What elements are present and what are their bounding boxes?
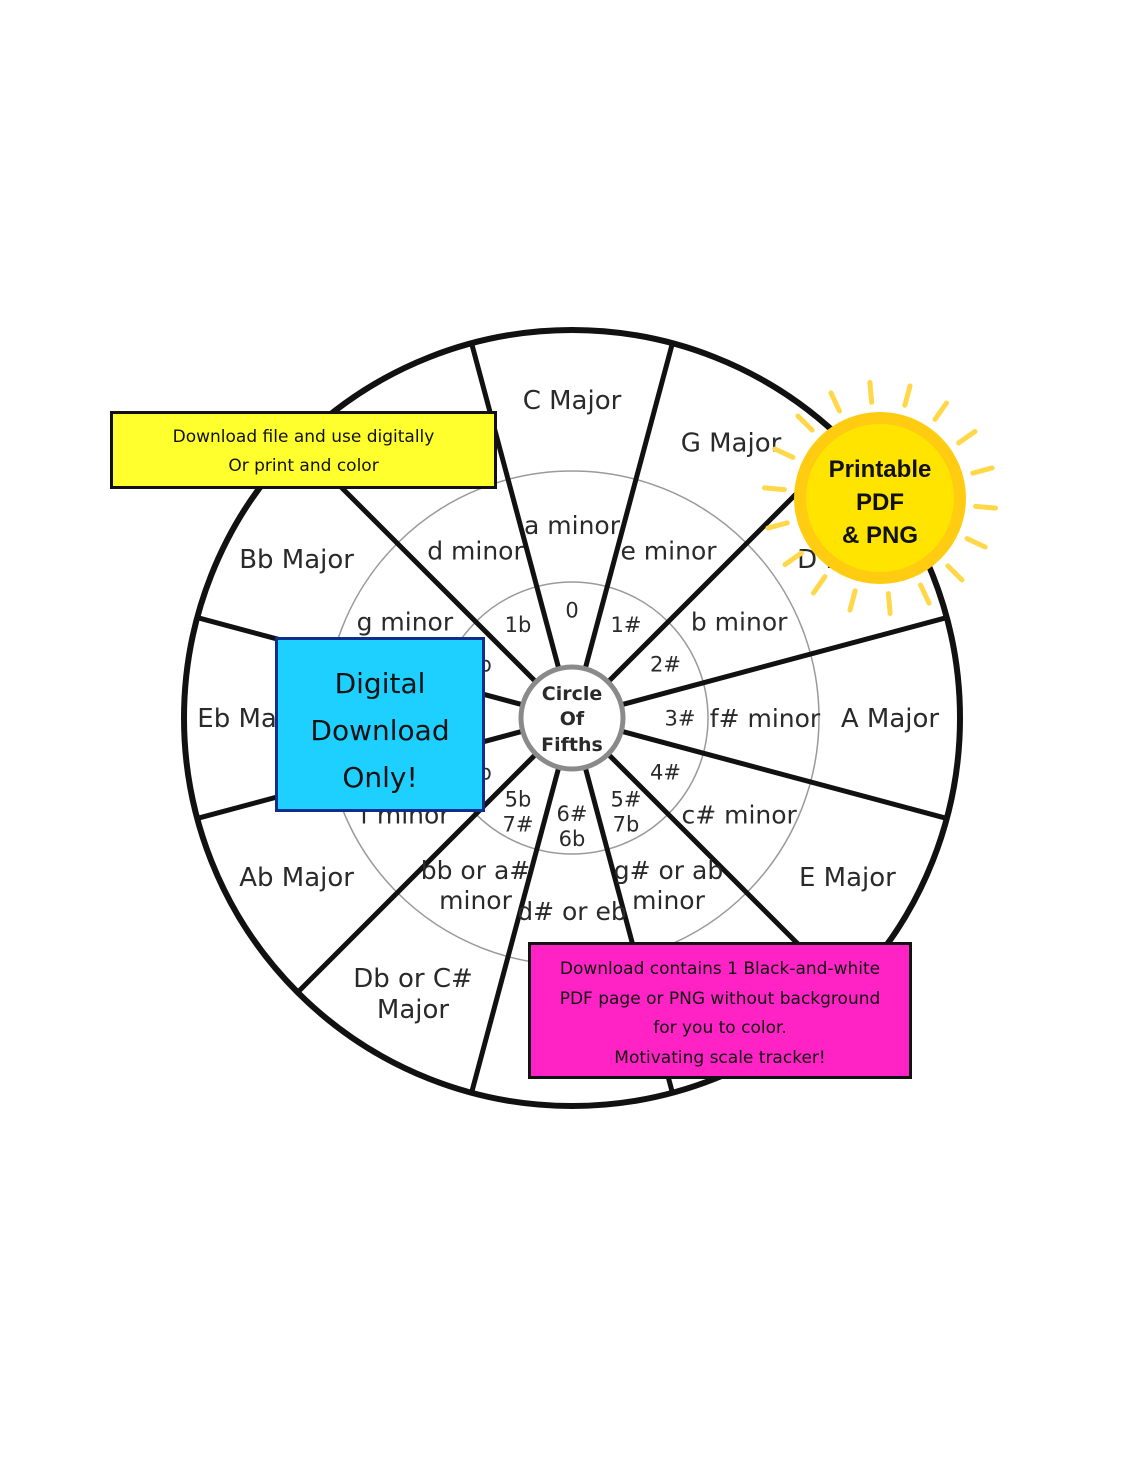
download-info-line: Or print and color (228, 456, 379, 476)
major-key-label: C Major (523, 386, 622, 416)
minor-key-label: a minor (524, 511, 621, 540)
minor-key-label: f# minor (710, 704, 821, 733)
major-key-label: A Major (841, 704, 940, 734)
digital-download-line: Only! (342, 761, 418, 794)
minor-key-label: minor (439, 886, 512, 915)
contents-description-banner: Download contains 1 Black-and-white PDF … (528, 942, 912, 1079)
key-signature-label: 4# (650, 760, 681, 784)
key-signature-label: 7b (613, 812, 640, 836)
sector-divider (295, 752, 538, 995)
key-signature-label: 7# (503, 812, 534, 836)
sector-divider (620, 728, 948, 821)
key-signature-label: 6b (559, 827, 586, 851)
digital-download-badge: Digital Download Only! (275, 637, 485, 812)
minor-key-label: minor (632, 886, 705, 915)
contents-line: Motivating scale tracker! (614, 1047, 826, 1068)
minor-key-label: g# or ab (614, 856, 723, 885)
major-key-label: G Major (681, 429, 782, 459)
center-circle (518, 664, 626, 772)
download-info-line: Download file and use digitally (172, 427, 435, 447)
key-signature-label: 6# (557, 802, 588, 826)
sector-divider (620, 615, 948, 708)
contents-line: Download contains 1 Black-and-white (559, 959, 881, 979)
major-key-label: E Major (799, 863, 896, 893)
key-signature-label: 0 (565, 598, 578, 622)
download-info-banner: Download file and use digitally Or print… (110, 411, 497, 489)
minor-key-label: c# minor (681, 800, 797, 829)
digital-download-line: Digital (334, 667, 426, 700)
minor-key-label: bb or a# (421, 856, 530, 885)
major-key-label: Bb Major (239, 545, 354, 575)
minor-key-label: b minor (691, 607, 788, 636)
major-key-label: Ab Major (239, 863, 354, 893)
key-signature-label: 3# (665, 706, 696, 730)
center-label-line-3: Fifths (541, 734, 603, 756)
key-signature-label: 1# (611, 613, 642, 637)
major-key-label: Db or C# (353, 964, 473, 994)
center-label-line-2: Of (560, 708, 585, 730)
key-signature-label: 2# (650, 652, 681, 676)
digital-download-line: Download (310, 714, 450, 747)
minor-key-label: e minor (620, 537, 717, 566)
sector-divider (469, 342, 562, 670)
contents-line: PDF page or PNG without background (559, 988, 881, 1009)
key-signature-label: 1b (505, 613, 532, 637)
minor-key-label: g minor (357, 607, 454, 636)
major-key-label: D Major (797, 545, 898, 575)
sector-divider (582, 342, 675, 670)
major-key-label: Major (377, 995, 449, 1025)
minor-key-label: d minor (427, 537, 524, 566)
contents-line: for you to color. (653, 1018, 787, 1038)
minor-key-label: d# or eb (517, 897, 627, 926)
key-signature-label: 5b (505, 787, 532, 811)
outer-ring (181, 327, 963, 1109)
center-label-line-1: Circle (542, 683, 603, 705)
key-signature-label: 5# (611, 787, 642, 811)
sector-divider (469, 766, 562, 1094)
